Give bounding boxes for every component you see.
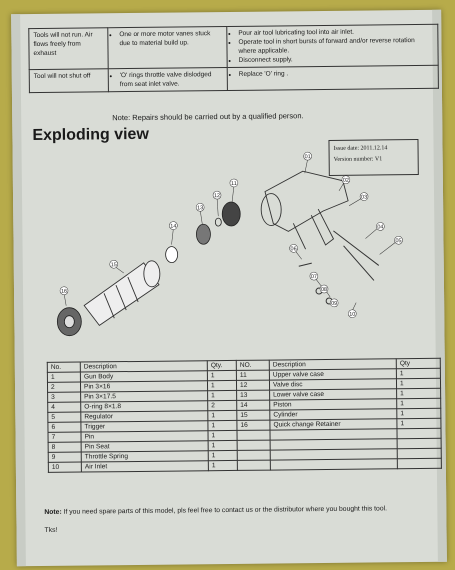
callout-13: 13 bbox=[197, 205, 203, 211]
part-qty: 1 bbox=[207, 390, 237, 401]
callout-04: 04 bbox=[377, 224, 383, 230]
callout-08: 08 bbox=[321, 287, 327, 293]
retainer-part bbox=[56, 307, 82, 337]
sheet-protector-edge-left bbox=[11, 14, 26, 567]
part-qty: 1 bbox=[208, 440, 238, 451]
footer-note: Note: If you need spare parts of this mo… bbox=[44, 500, 444, 540]
troubleshooting-row: Tools will not run. Air flows freely fro… bbox=[28, 24, 439, 70]
part-qty bbox=[397, 448, 442, 459]
part-no: 11 bbox=[236, 370, 270, 381]
part-qty: 1 bbox=[208, 460, 238, 471]
part-description bbox=[270, 458, 398, 471]
exploded-view-diagram: 01 02 03 04 05 06 07 08 09 10 11 12 13 bbox=[56, 151, 403, 337]
part-no: 12 bbox=[236, 380, 270, 391]
part-no: 6 bbox=[47, 422, 82, 433]
callout-07: 07 bbox=[311, 274, 317, 280]
part-qty: 1 bbox=[207, 420, 237, 431]
problem-cell: Tool will not shut off bbox=[29, 68, 109, 93]
troubleshooting-table: Tools will not run. Air flows freely fro… bbox=[28, 24, 439, 93]
col-no-2: NO. bbox=[236, 360, 270, 371]
part-qty: 1 bbox=[396, 418, 441, 429]
col-no: No. bbox=[47, 362, 81, 373]
callout-15: 15 bbox=[111, 262, 117, 268]
part-qty: 1 bbox=[396, 408, 441, 419]
part-qty: 1 bbox=[396, 388, 441, 399]
footer-note-label: Note: bbox=[44, 508, 62, 516]
callout-12: 12 bbox=[214, 193, 220, 199]
solution-cell: Pour air tool lubricating tool into air … bbox=[226, 24, 439, 68]
part-qty bbox=[397, 458, 442, 469]
part-no bbox=[237, 450, 271, 461]
part-qty: 2 bbox=[207, 400, 237, 411]
callout-03: 03 bbox=[361, 195, 367, 201]
part-qty: 1 bbox=[207, 410, 237, 421]
part-qty: 1 bbox=[208, 450, 238, 461]
callout-06: 06 bbox=[291, 246, 297, 252]
part-no bbox=[237, 460, 271, 471]
callout-14: 14 bbox=[170, 224, 176, 230]
manual-page: Tools will not run. Air flows freely fro… bbox=[11, 9, 447, 567]
part-no: 4 bbox=[47, 402, 81, 413]
part-qty: 1 bbox=[396, 378, 441, 389]
part-no: 8 bbox=[48, 442, 82, 453]
cause-cell: 'O' rings throttle valve dislodged from … bbox=[108, 67, 228, 92]
solution-cell: Replace 'O' ring . bbox=[227, 65, 439, 91]
callout-10: 10 bbox=[349, 312, 355, 318]
col-qty-2: Qty bbox=[396, 358, 441, 369]
part-no bbox=[237, 440, 271, 451]
part-no bbox=[236, 430, 271, 441]
callout-01: 01 bbox=[305, 154, 311, 160]
callout-02: 02 bbox=[343, 178, 349, 184]
trigger-pins bbox=[298, 230, 380, 305]
problem-cell: Tools will not run. Air flows freely fro… bbox=[28, 27, 109, 70]
callout-leaders bbox=[63, 159, 396, 311]
part-qty: 1 bbox=[396, 398, 441, 409]
sheet-protector-edge-right bbox=[432, 9, 447, 562]
callout-labels: 01 02 03 04 05 06 07 08 09 10 11 12 13 bbox=[59, 151, 403, 318]
callout-16: 16 bbox=[61, 289, 67, 295]
part-no: 10 bbox=[48, 462, 82, 473]
part-description: Air Inlet bbox=[81, 460, 209, 473]
section-heading: Exploding view bbox=[32, 125, 149, 145]
part-qty bbox=[396, 428, 442, 439]
part-no: 15 bbox=[236, 410, 270, 421]
col-qty: Qty. bbox=[207, 360, 237, 371]
part-qty: 1 bbox=[207, 370, 237, 381]
part-no: 9 bbox=[48, 452, 82, 463]
part-no: 13 bbox=[236, 390, 270, 401]
part-qty: 1 bbox=[207, 380, 237, 391]
part-qty: 1 bbox=[207, 430, 238, 441]
repair-note: Note: Repairs should be carried out by a… bbox=[112, 111, 304, 123]
part-no: 1 bbox=[47, 372, 81, 383]
part-no: 5 bbox=[47, 412, 81, 423]
cylinder-part bbox=[83, 260, 161, 326]
part-no: 7 bbox=[48, 432, 82, 443]
part-qty: 1 bbox=[396, 368, 441, 379]
troubleshooting-row: Tool will not shut off 'O' rings throttl… bbox=[29, 65, 439, 93]
footer-note-text: If you need spare parts of this model, p… bbox=[63, 505, 388, 516]
part-no: 2 bbox=[47, 382, 81, 393]
valve-parts bbox=[165, 201, 241, 263]
parts-list-table: No. Description Qty. NO. Description Qty… bbox=[47, 358, 442, 473]
part-no: 3 bbox=[47, 392, 81, 403]
footer-thanks: Tks! bbox=[44, 526, 58, 534]
part-qty bbox=[397, 438, 442, 449]
callout-09: 09 bbox=[331, 301, 337, 307]
part-no: 16 bbox=[236, 420, 270, 431]
cause-cell: One or more motor vanes stuck due to mat… bbox=[107, 26, 228, 69]
callout-05: 05 bbox=[395, 238, 401, 244]
part-no: 14 bbox=[236, 400, 270, 411]
callout-11: 11 bbox=[231, 181, 237, 187]
gun-body-part bbox=[260, 170, 349, 250]
